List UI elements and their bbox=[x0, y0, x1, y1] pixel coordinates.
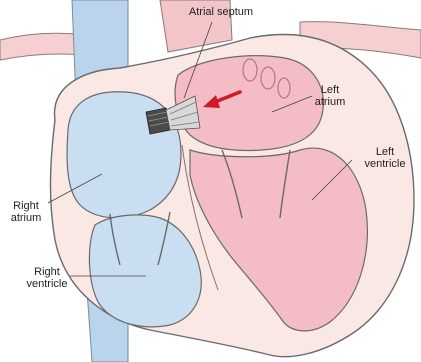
label-atrial-septum: Atrial septum bbox=[176, 6, 266, 18]
label-right-atrium: Right atrium bbox=[2, 200, 50, 224]
left-atrium-chamber bbox=[175, 56, 323, 151]
label-left-ventricle: Left ventricle bbox=[350, 146, 420, 170]
label-left-atrium: Left atrium bbox=[306, 84, 354, 108]
label-right-ventricle: Right ventricle bbox=[18, 266, 76, 290]
